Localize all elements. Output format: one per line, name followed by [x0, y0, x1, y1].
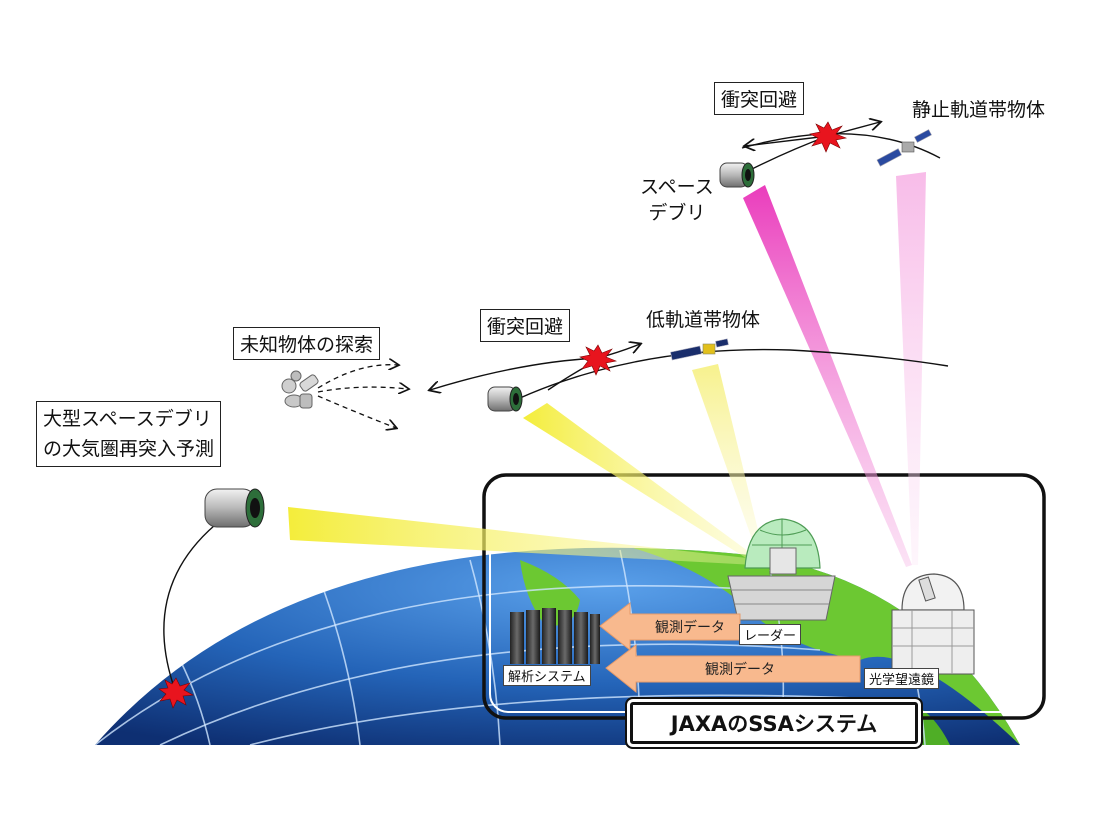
debris-geo	[719, 162, 755, 188]
reentry-trajectory	[163, 524, 216, 691]
leo-orbit	[519, 348, 949, 399]
space-debris-label: スペース デブリ	[640, 176, 714, 224]
optical-beam-geo-object	[896, 172, 926, 565]
ssa-system-title: JAXAのSSAシステム	[630, 702, 918, 744]
geo-collision-burst	[809, 121, 848, 153]
radar-beam-leo-object	[692, 364, 764, 556]
geo-avoid-arrow-right	[827, 122, 880, 137]
leo-collision-burst	[579, 344, 618, 376]
geo-collision-avoidance-label: 衝突回避	[714, 82, 805, 115]
supercomputer-icon	[510, 608, 600, 664]
unknown-objects-icon	[281, 370, 319, 409]
radar-beam-reentry	[288, 507, 756, 565]
search-arrows	[317, 365, 408, 428]
optical-beam-geo-debris	[743, 185, 912, 567]
radar-station-icon	[727, 518, 836, 621]
unknown-search-label: 未知物体の探索	[233, 327, 381, 360]
telescope-label: 光学望遠鏡	[864, 668, 940, 689]
leo-object-label: 低軌道帯物体	[646, 309, 761, 331]
debris-large	[204, 488, 265, 528]
radar-label: レーダー	[739, 624, 802, 645]
analysis-system-label: 解析システム	[503, 665, 591, 686]
obs-data-arrow-telescope	[605, 643, 861, 694]
geo-satellite-icon	[876, 129, 932, 167]
radar-beam-leo-debris	[523, 403, 760, 563]
obs-data-label-2: 観測データ	[705, 662, 775, 678]
geo-object-label: 静止軌道帯物体	[912, 99, 1046, 121]
telescope-station-icon	[891, 573, 975, 675]
leo-avoid-arrow-left	[430, 357, 599, 390]
debris-leo	[487, 386, 523, 412]
leo-satellite-icon	[670, 338, 729, 361]
reentry-prediction-label: 大型スペースデブリ の大気圏再突入予測	[36, 401, 222, 467]
reentry-burst	[158, 677, 194, 709]
geo-avoid-arrow-left	[745, 135, 829, 146]
leo-collision-avoidance-label: 衝突回避	[480, 309, 571, 342]
geo-orbit	[741, 133, 941, 159]
obs-data-label-1: 観測データ	[655, 620, 725, 636]
